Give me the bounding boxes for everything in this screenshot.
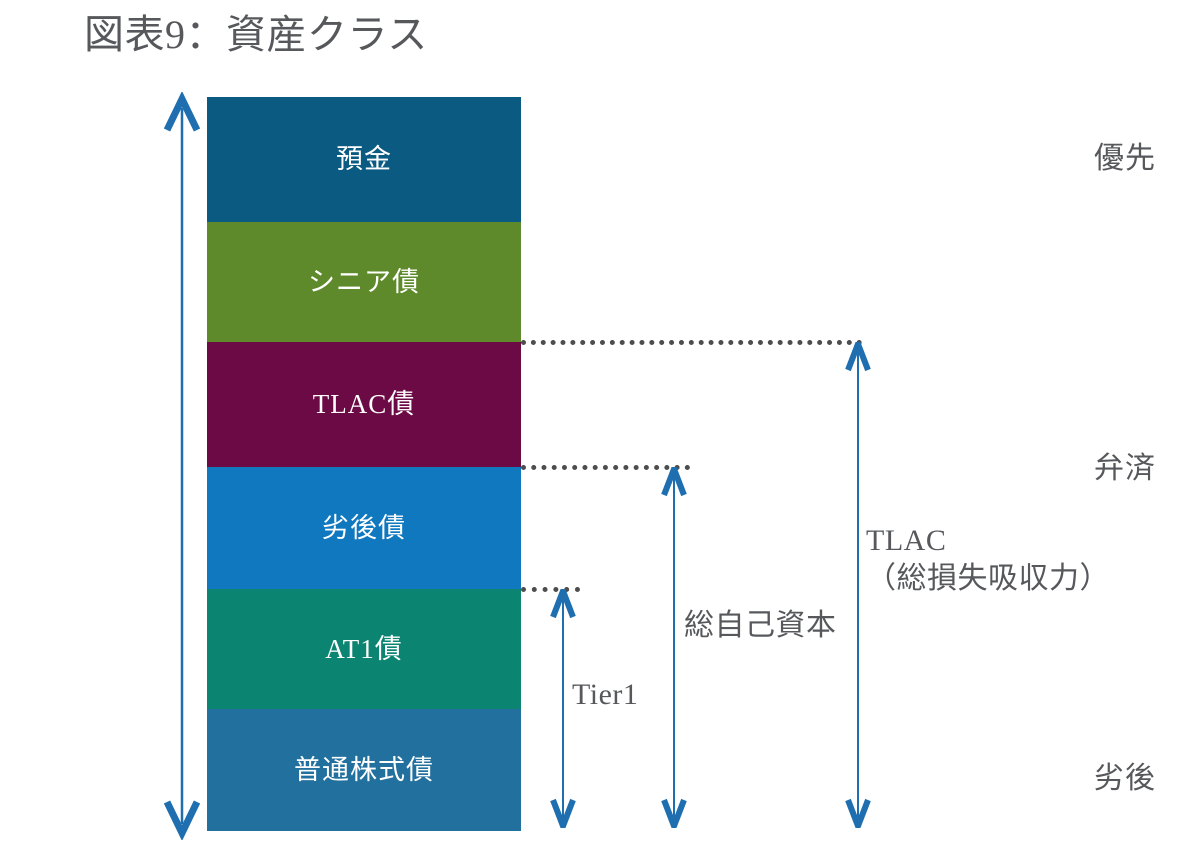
bar-segment-deposits[interactable]: 預金 bbox=[207, 97, 521, 222]
priority-axis-arrow-icon bbox=[163, 90, 201, 842]
bar-segment-label: 劣後債 bbox=[322, 512, 406, 543]
bar-segment-label: TLAC債 bbox=[312, 389, 416, 419]
leader-line-tlac bbox=[521, 340, 862, 345]
bar-segment-at1-bonds[interactable]: AT1債 bbox=[207, 589, 521, 709]
bar-segment-label: シニア債 bbox=[308, 266, 420, 297]
measure-arrow-tlac bbox=[841, 335, 875, 835]
double-arrow-icon bbox=[550, 582, 576, 835]
axis-label-bottom: 劣後 bbox=[1094, 762, 1156, 795]
bar-segment-subordinated-bonds[interactable]: 劣後債 bbox=[207, 467, 521, 589]
page-title: 図表9：資産クラス bbox=[84, 12, 428, 57]
leader-line-tier1 bbox=[521, 587, 580, 592]
bar-segment-tlac-bonds[interactable]: TLAC債 bbox=[207, 342, 521, 467]
bar-segment-label: 預金 bbox=[336, 144, 392, 174]
axis-label-top: 優先 bbox=[1094, 142, 1156, 175]
measure-arrow-tier1 bbox=[546, 582, 580, 835]
leader-line-total-capital bbox=[521, 465, 690, 470]
bar-segment-label: AT1債 bbox=[325, 633, 403, 664]
bar-segment-label: 普通株式債 bbox=[294, 754, 434, 785]
double-arrow-icon bbox=[845, 335, 871, 835]
stacked-bar: 預金 シニア債 TLAC債 劣後債 AT1債 普通株式債 bbox=[207, 97, 521, 831]
priority-axis bbox=[160, 90, 204, 842]
measure-label-tier1: Tier1 bbox=[572, 678, 639, 711]
measure-label-tlac: TLAC （総損失吸収力） bbox=[866, 524, 1110, 596]
measure-arrow-total-capital bbox=[657, 460, 691, 835]
axis-label-middle: 弁済 bbox=[1094, 452, 1156, 485]
measure-label-total-capital: 総自己資本 bbox=[684, 609, 837, 642]
double-arrow-icon bbox=[661, 460, 687, 835]
bar-segment-common-equity[interactable]: 普通株式債 bbox=[207, 709, 521, 831]
bar-segment-senior-bonds[interactable]: シニア債 bbox=[207, 222, 521, 342]
